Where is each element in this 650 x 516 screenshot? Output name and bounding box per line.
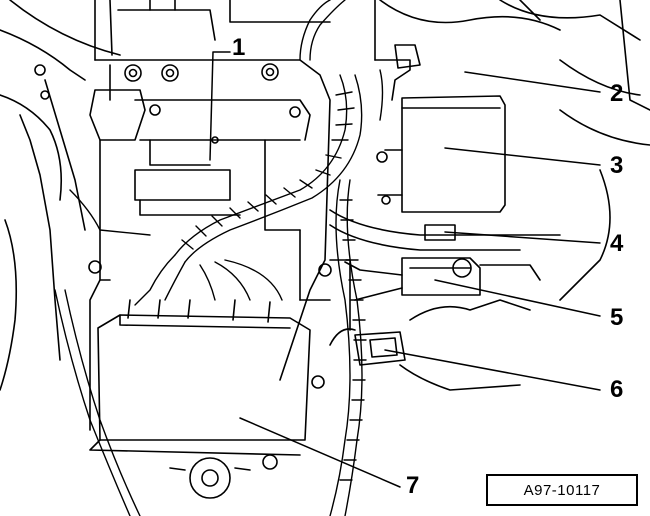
mounting-bracket (34, 59, 351, 431)
callout-5: 5 (610, 304, 624, 331)
callout-2: 2 (610, 80, 624, 107)
leader-line-5 (434, 279, 601, 317)
leader-line-3 (444, 147, 601, 166)
leader-line-1 (209, 51, 231, 161)
leader-line-2 (464, 71, 601, 93)
connector-component (344, 257, 541, 301)
chassis-outline (0, 0, 650, 391)
relay-component (329, 299, 531, 391)
leader-line-6 (384, 349, 601, 391)
wiring-harness (54, 0, 384, 516)
reference-code: A97-10117 (523, 481, 601, 499)
control-unit-box (374, 44, 506, 213)
reference-code-box: A97-10117 (486, 474, 638, 506)
callout-6: 6 (610, 376, 624, 403)
callout-1: 1 (232, 34, 246, 61)
leader-line-4 (444, 231, 601, 244)
leader-lines (209, 51, 601, 488)
large-module-box (89, 299, 311, 499)
callout-7: 7 (406, 472, 420, 499)
leader-line-7 (239, 417, 401, 488)
callout-3: 3 (610, 152, 624, 179)
component-4-bracket (329, 209, 561, 251)
callout-4: 4 (610, 230, 624, 257)
